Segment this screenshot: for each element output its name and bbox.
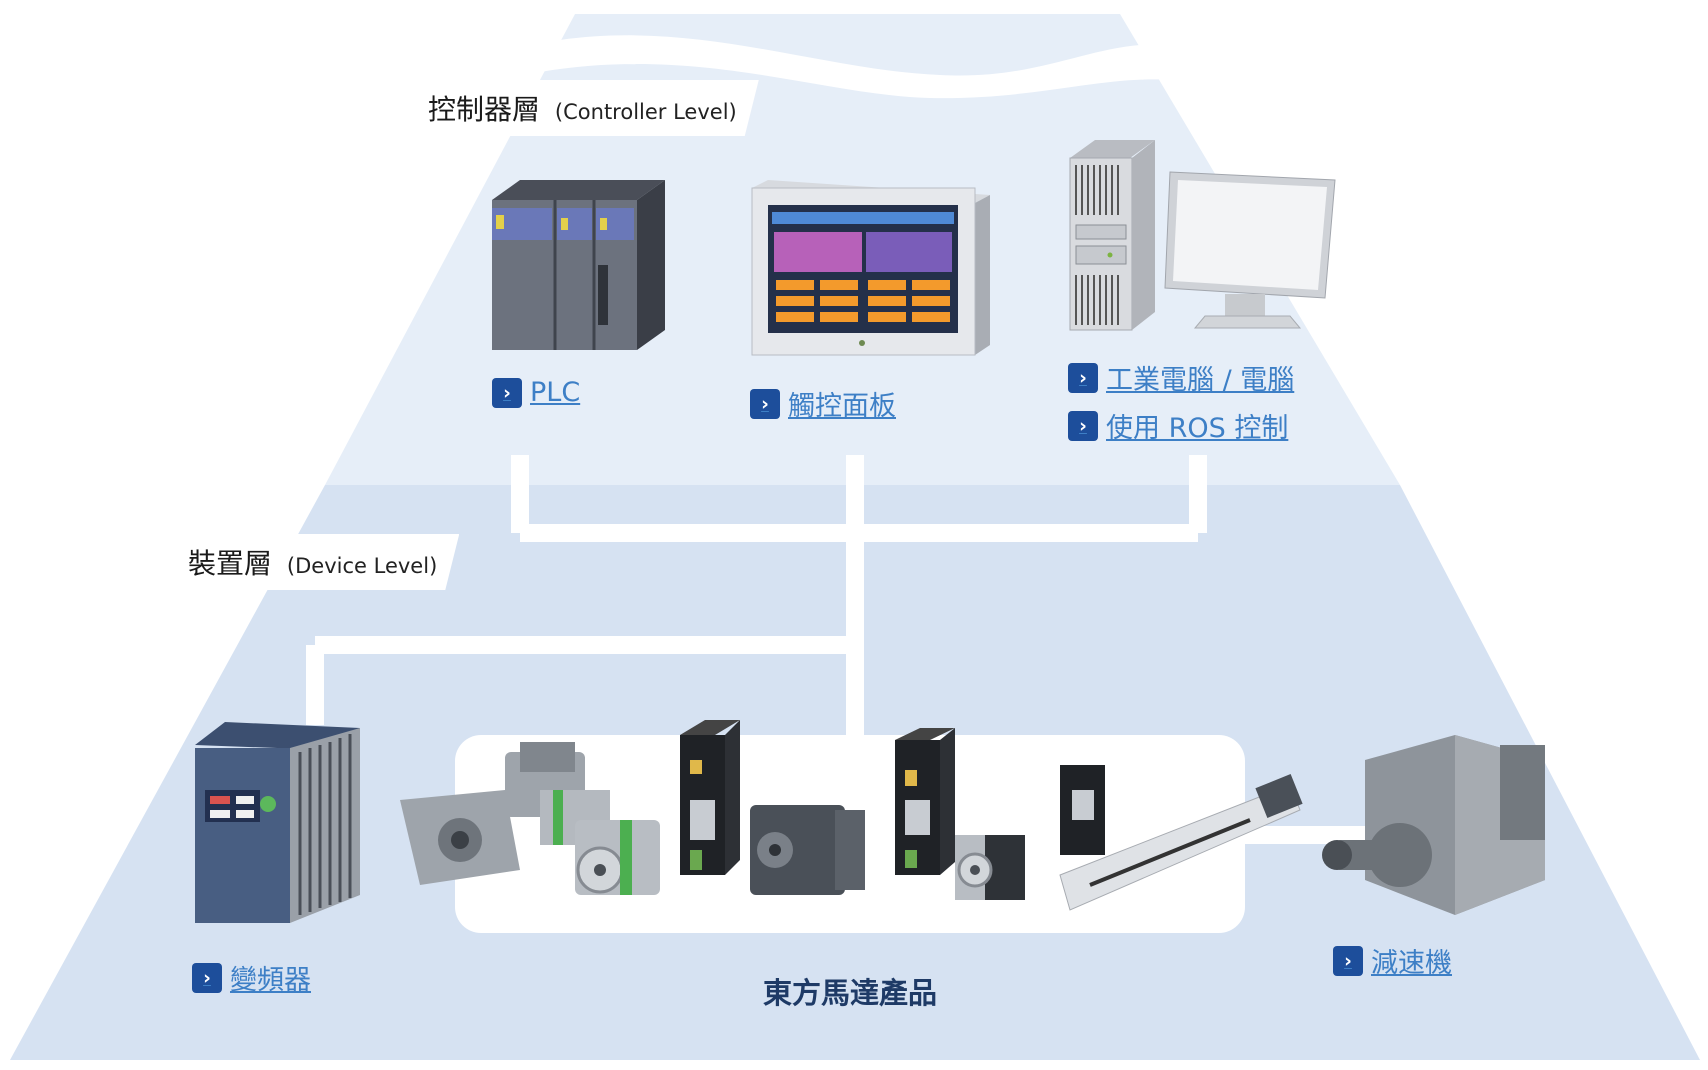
ros-control-link[interactable]: › 使用 ROS 控制: [1068, 406, 1288, 445]
inverter-image: [195, 722, 360, 923]
touch-panel-link[interactable]: › 觸控面板: [750, 384, 896, 423]
industrial-pc-image: [1069, 140, 1336, 331]
network-bus: [306, 455, 1365, 844]
touch-panel-image: [751, 180, 990, 356]
products-caption: 東方馬達產品: [762, 976, 937, 1010]
inverter-link-label: 變頻器: [230, 965, 311, 996]
controller-level-label: 控制器層 Controller Level: [400, 80, 759, 136]
gearhead-link[interactable]: › 減速機: [1333, 941, 1452, 980]
chevron-right-icon: ›: [192, 962, 222, 993]
industrial-pc-link-label: 工業電腦 / 電腦: [1106, 365, 1295, 396]
ros-control-link-label: 使用 ROS 控制: [1106, 413, 1289, 444]
device-level-label: 裝置層 Device Level: [160, 534, 459, 590]
controller-level-title: 控制器層: [428, 93, 541, 126]
plc-image: [492, 180, 665, 350]
chevron-right-icon: ›: [1068, 362, 1098, 393]
plc-link-label: PLC: [530, 377, 581, 408]
industrial-pc-link[interactable]: › 工業電腦 / 電腦: [1068, 358, 1294, 397]
gearhead-link-label: 減速機: [1371, 948, 1452, 979]
pyramid-wave: [540, 35, 1175, 99]
chevron-right-icon: ›: [492, 377, 522, 408]
device-level-english: Device Level: [287, 554, 437, 578]
touch-panel-link-label: 觸控面板: [788, 391, 896, 422]
chevron-right-icon: ›: [1333, 945, 1363, 976]
device-level-title: 裝置層: [188, 547, 273, 580]
chevron-right-icon: ›: [750, 388, 780, 419]
motor-products-image: [400, 720, 1303, 911]
chevron-right-icon: ›: [1068, 410, 1098, 441]
controller-level-english: Controller Level: [555, 100, 737, 124]
inverter-link[interactable]: › 變頻器: [192, 958, 311, 997]
plc-link[interactable]: › PLC: [492, 377, 580, 408]
gearhead-image: [1322, 735, 1545, 915]
